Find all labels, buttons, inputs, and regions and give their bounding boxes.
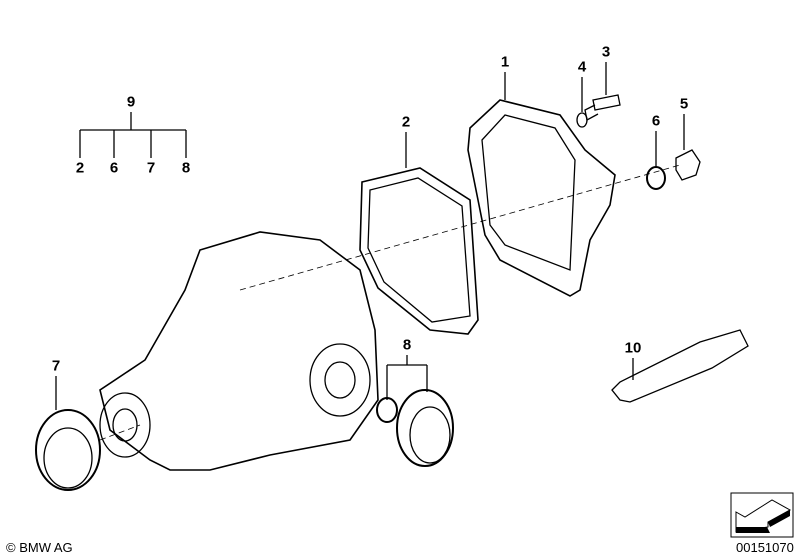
callout-5[interactable]: 5	[679, 95, 689, 113]
seal-ring-part-6	[646, 166, 666, 190]
plug-part-5	[675, 149, 701, 181]
kit-member-7[interactable]: 7	[146, 159, 156, 177]
arrow-back-icon[interactable]	[730, 492, 794, 538]
cover-part-1	[467, 99, 616, 297]
kit-member-8[interactable]: 8	[181, 159, 191, 177]
shaft-seal-part-8	[396, 389, 454, 467]
copyright-text: © BMW AG	[6, 540, 73, 555]
callout-3[interactable]: 3	[601, 43, 611, 61]
washer-part-4	[576, 112, 588, 128]
sealant-tube-part-10	[611, 329, 749, 403]
kit-member-6[interactable]: 6	[109, 159, 119, 177]
shaft-seal-part-7	[35, 409, 101, 491]
diagram-number: 00151070	[736, 540, 794, 555]
callout-4[interactable]: 4	[577, 58, 587, 76]
gasket-part-2	[359, 167, 479, 335]
callout-1[interactable]: 1	[500, 53, 510, 71]
differential-housing	[99, 231, 379, 471]
callout-2[interactable]: 2	[401, 113, 411, 131]
kit-member-2[interactable]: 2	[75, 159, 85, 177]
o-ring-part-8	[376, 397, 398, 423]
leader-lines	[55, 62, 685, 441]
kit-bracket	[79, 112, 187, 158]
callout-10[interactable]: 10	[624, 339, 642, 357]
callout-7[interactable]: 7	[51, 357, 61, 375]
callout-6[interactable]: 6	[651, 112, 661, 130]
callout-8[interactable]: 8	[402, 336, 412, 354]
bolt-part-3	[584, 94, 621, 121]
callout-9[interactable]: 9	[126, 93, 136, 111]
